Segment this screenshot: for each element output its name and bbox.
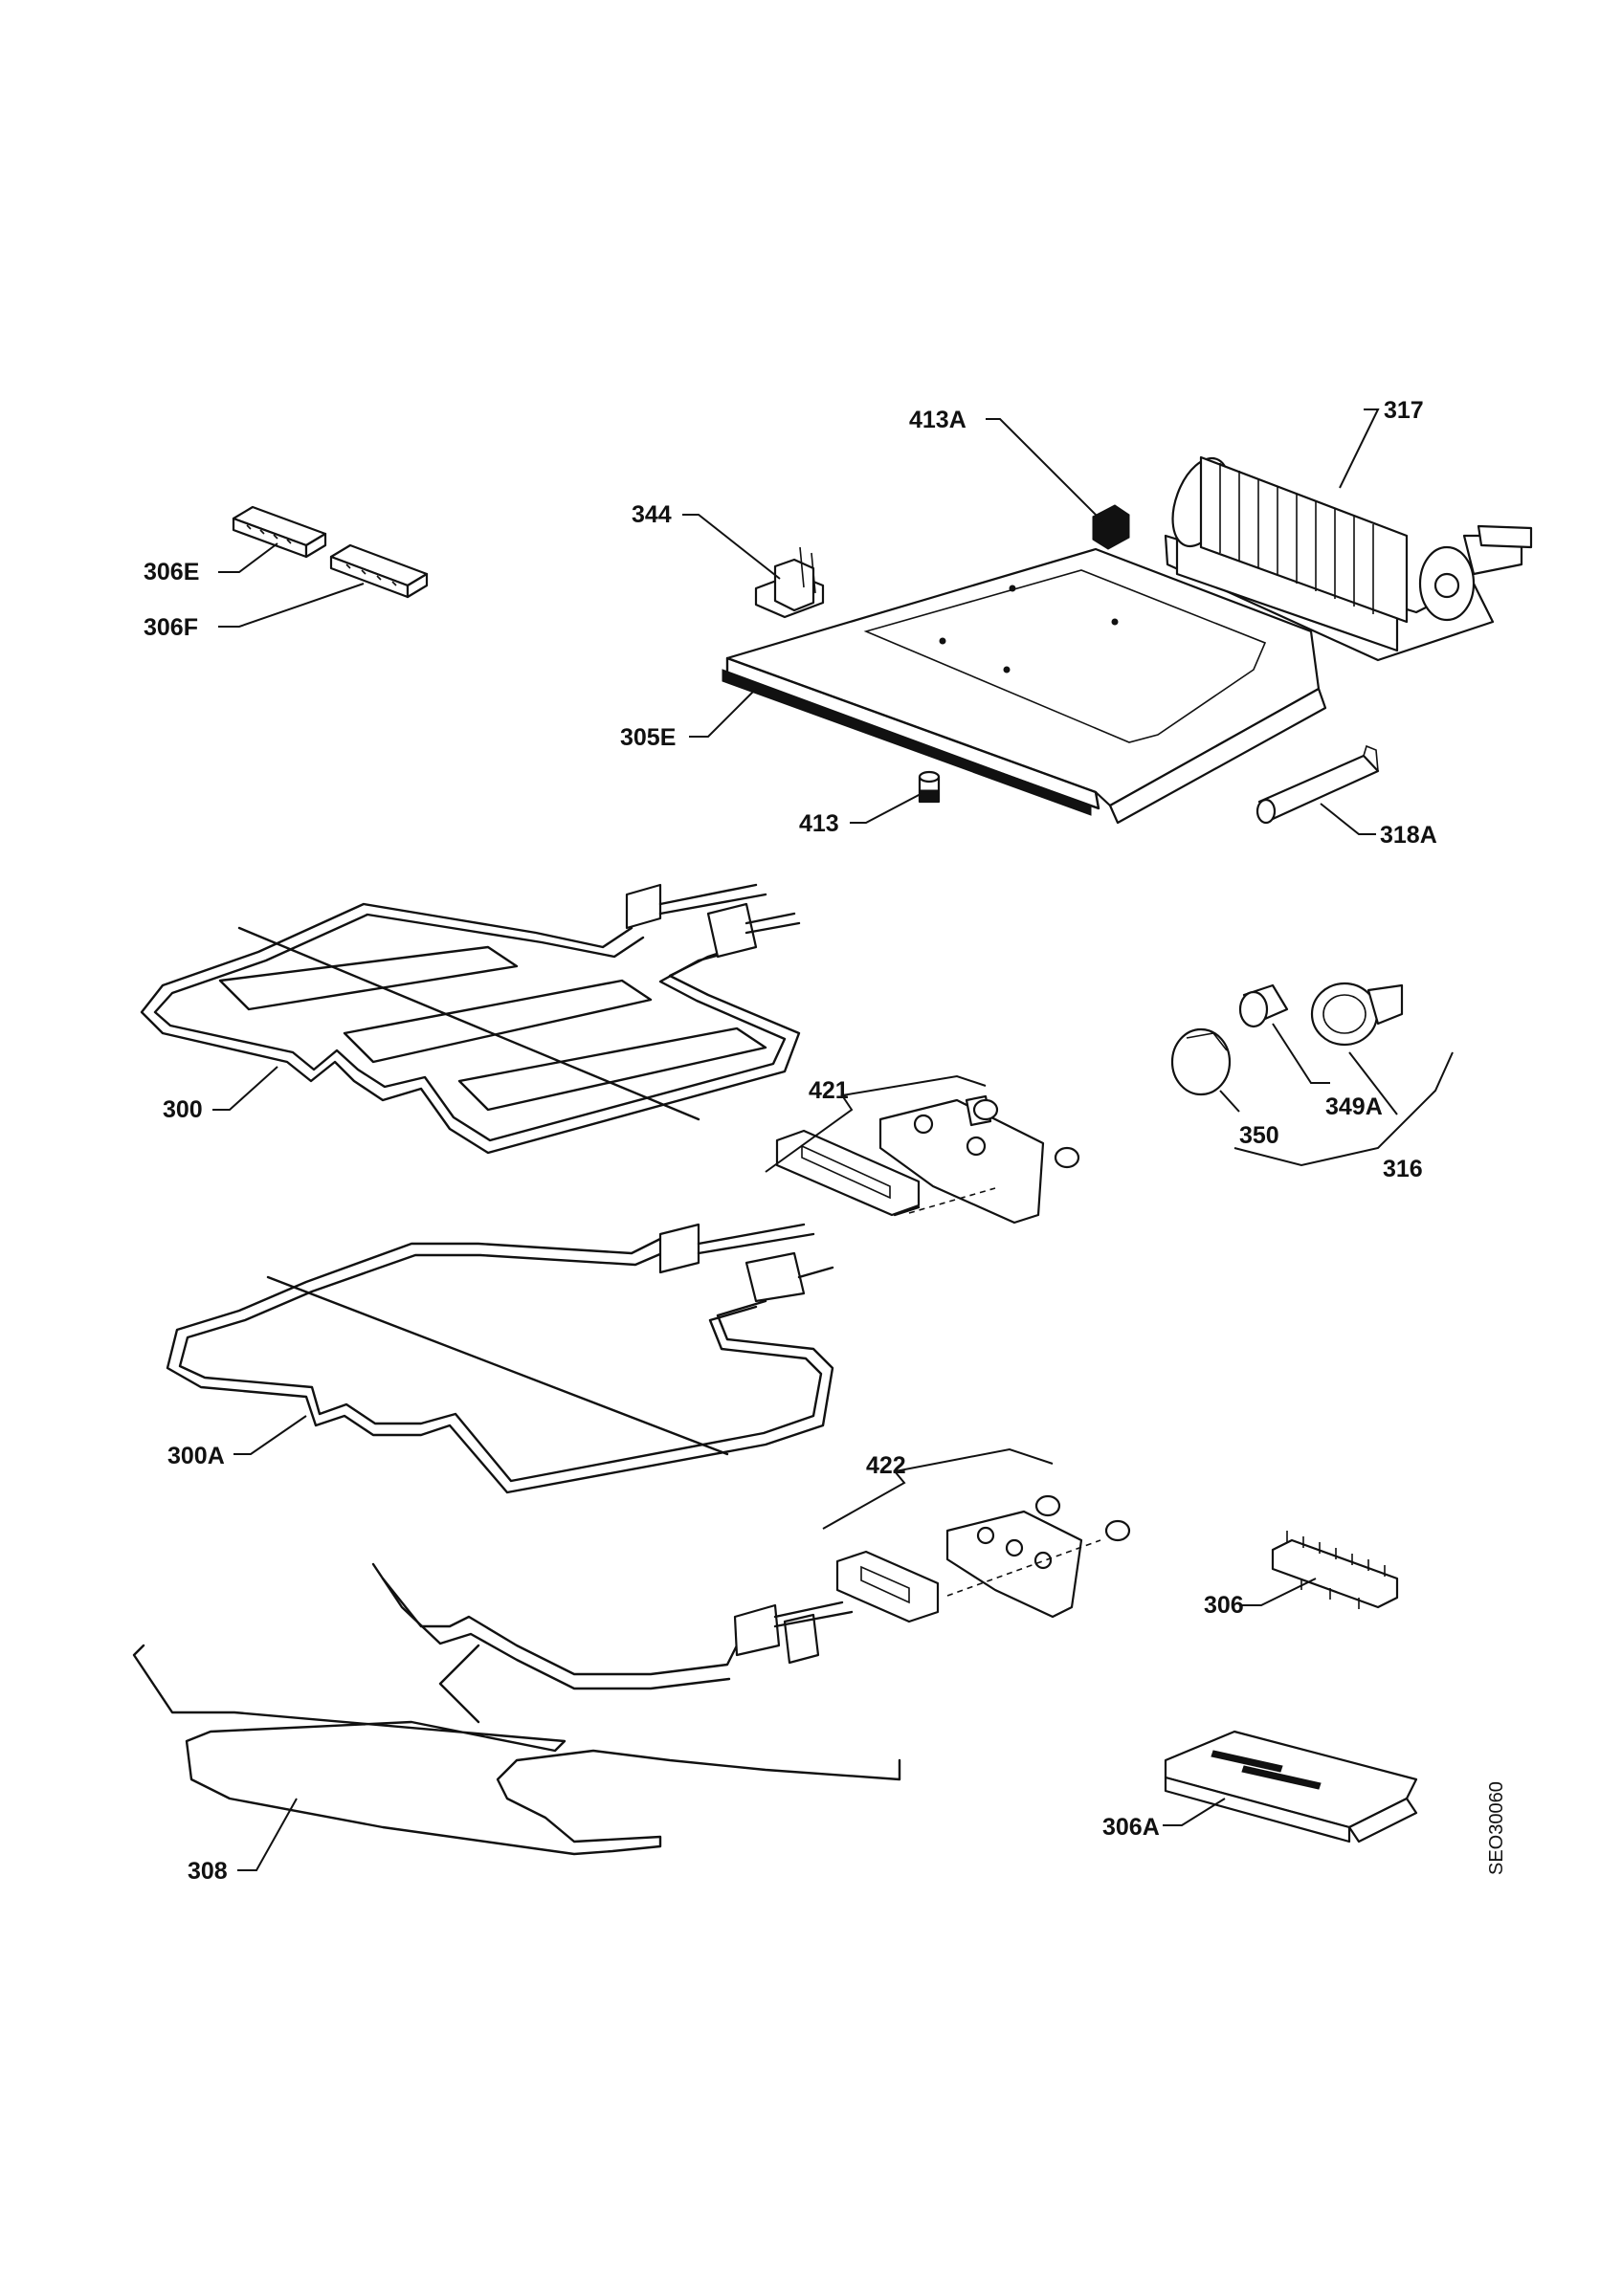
grill-element-300[interactable] <box>140 883 801 1155</box>
clip-413A[interactable] <box>1092 504 1130 550</box>
bottom-element-308[interactable] <box>132 1562 901 1856</box>
lamp-cover-350[interactable] <box>1170 1027 1232 1096</box>
callout-318A: 318A <box>1380 822 1437 849</box>
callout-305E: 305E <box>620 724 676 751</box>
callout-300A: 300A <box>167 1443 225 1469</box>
leader-306A <box>1163 1798 1226 1826</box>
leader-316-bracket <box>1233 1051 1454 1167</box>
heating-element-300A[interactable] <box>166 1223 834 1494</box>
leader-349A <box>1272 1023 1330 1084</box>
lamp-holder-316[interactable] <box>1310 982 1404 1047</box>
leader-306E <box>218 542 278 573</box>
callout-350: 350 <box>1239 1122 1279 1149</box>
callout-413A: 413A <box>909 407 967 433</box>
leader-306 <box>1242 1578 1317 1606</box>
leader-300 <box>212 1066 278 1111</box>
terminal-block-306F[interactable] <box>329 543 429 599</box>
leader-308 <box>237 1798 298 1871</box>
leader-317 <box>1339 408 1380 489</box>
callout-306A: 306A <box>1102 1814 1160 1841</box>
callout-344: 344 <box>632 501 672 528</box>
callout-317: 317 <box>1384 397 1424 424</box>
callout-316: 316 <box>1383 1156 1423 1182</box>
leader-306F <box>218 583 365 628</box>
bracket-344[interactable] <box>754 546 825 619</box>
leader-305E <box>689 688 757 738</box>
callout-421: 421 <box>809 1077 849 1104</box>
drawing-code: SEO30060 <box>1486 1781 1507 1875</box>
tangential-fan-317[interactable] <box>1162 451 1533 662</box>
callout-422: 422 <box>866 1452 906 1479</box>
rod-318A[interactable] <box>1255 744 1380 825</box>
leader-350 <box>1219 1090 1240 1113</box>
terminal-cover-306A[interactable] <box>1164 1730 1418 1843</box>
callout-308: 308 <box>188 1858 228 1885</box>
callout-306E: 306E <box>144 559 199 585</box>
leader-421 <box>765 1074 987 1173</box>
socket-assembly-422[interactable] <box>835 1494 1131 1623</box>
callout-306: 306 <box>1204 1592 1244 1619</box>
leader-413A <box>986 418 1103 522</box>
terminal-strip-306[interactable] <box>1271 1531 1399 1609</box>
terminal-block-306E[interactable] <box>232 505 327 559</box>
leader-344 <box>682 514 781 580</box>
callout-300: 300 <box>163 1096 203 1123</box>
leader-300A <box>233 1415 307 1455</box>
lamp-bulb-349A[interactable] <box>1238 983 1289 1028</box>
leader-422 <box>822 1447 1054 1530</box>
cover-panel-305E[interactable] <box>722 547 1327 825</box>
callout-349A: 349A <box>1325 1093 1383 1120</box>
socket-assembly-421[interactable] <box>775 1094 1080 1225</box>
callout-306F: 306F <box>144 614 198 641</box>
grommet-413[interactable] <box>918 770 941 804</box>
leader-413 <box>850 793 922 824</box>
callout-413: 413 <box>799 810 839 837</box>
leader-318A <box>1320 803 1376 835</box>
